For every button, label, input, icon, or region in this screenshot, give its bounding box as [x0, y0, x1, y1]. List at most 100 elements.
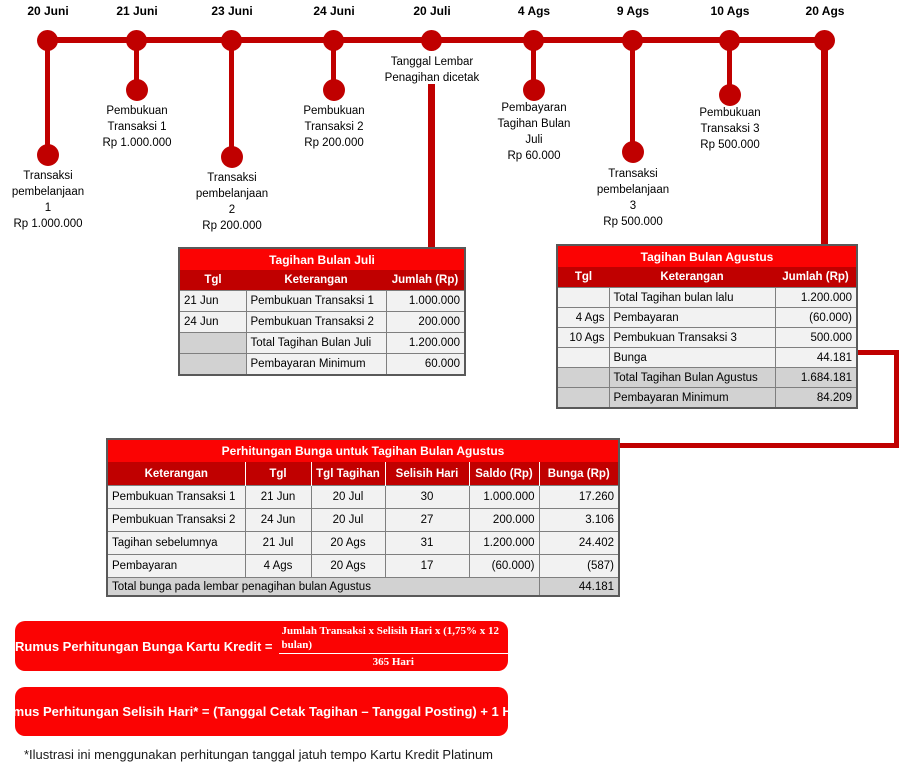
timeline-date-label: 20 Juni [27, 4, 69, 18]
cell-keterangan: Bunga [608, 347, 776, 368]
table-row: 21 Jun Pembukuan Transaksi 1 1.000.000 [178, 290, 466, 312]
timeline-date-label: 4 Ags [517, 4, 551, 18]
timeline-date-label: 23 Juni [211, 4, 253, 18]
event-stem [630, 40, 635, 152]
event-dot [323, 79, 345, 101]
event-label: Transaksi pembelanjaan 1 Rp 1.000.000 [11, 170, 85, 230]
cell-bunga: 24.402 [538, 531, 620, 555]
cell-keterangan: Pembukuan Transaksi 1 [245, 290, 387, 312]
formula-box-day-difference: Rumus Perhitungan Selisih Hari* = (Tangg… [0, 687, 528, 736]
cell-selisih-hari: 17 [384, 554, 470, 578]
cell-keterangan: Pembukuan Transaksi 2 [245, 311, 387, 333]
event-label: Transaksi pembelanjaan 2 Rp 200.000 [195, 172, 269, 232]
cell-total-label: Total bunga pada lembar penagihan bulan … [106, 577, 540, 597]
cell-total-value: 44.181 [538, 577, 620, 597]
timeline-dot [126, 30, 147, 51]
column-header: Tgl Tagihan [310, 462, 385, 486]
table-row: 10 Ags Pembukuan Transaksi 3 500.000 [556, 327, 858, 348]
timeline-date-label: 21 Juni [116, 4, 158, 18]
cell-jumlah: 1.200.000 [774, 287, 858, 308]
cell-tgl: 21 Jun [178, 290, 247, 312]
table-row: Total Tagihan bulan lalu 1.200.000 [556, 287, 858, 308]
cell-bunga: 17.260 [538, 485, 620, 509]
event-dot [719, 84, 741, 106]
table-total-row: Total bunga pada lembar penagihan bulan … [106, 577, 620, 597]
column-header: Tgl [557, 267, 609, 288]
cell-keterangan: Pembukuan Transaksi 1 [106, 485, 246, 509]
cell-tgl: 24 Jun [178, 311, 247, 333]
table-row: Pembukuan Transaksi 1 21 Jun 20 Jul 30 1… [106, 485, 620, 509]
cell-jumlah: 84.209 [774, 387, 858, 409]
timeline-dot [421, 30, 442, 51]
table-tagihan-agustus: Tagihan Bulan Agustus Tgl Keterangan Jum… [556, 244, 859, 409]
event-dot [126, 79, 148, 101]
cell-keterangan: Pembayaran [106, 554, 246, 578]
event-stem [45, 40, 50, 155]
cell-selisih-hari: 30 [384, 485, 470, 509]
table-row: Total Tagihan Bulan Juli 1.200.000 [178, 332, 466, 354]
column-header: Tgl [244, 462, 311, 486]
cell-keterangan: Total Tagihan Bulan Juli [245, 332, 387, 354]
column-header: Selisih Hari [384, 462, 469, 486]
event-label: Pembukuan Transaksi 2 Rp 200.000 [303, 105, 365, 149]
formula-day-difference-label: Rumus Perhitungan Selisih Hari* = (Tangg… [0, 704, 528, 719]
event-dot [37, 144, 59, 166]
cell-tgl: 4 Ags [244, 554, 312, 578]
fraction-denominator: 365 Hari [372, 655, 414, 668]
cell-selisih-hari: 27 [384, 508, 470, 532]
cell-jumlah: 60.000 [385, 353, 466, 376]
fraction-numerator: Jumlah Transaksi x Selisih Hari x (1,75%… [278, 624, 508, 654]
cell-keterangan: Pembukuan Transaksi 3 [608, 327, 776, 348]
table-tagihan-juli: Tagihan Bulan Juli Tgl Keterangan Jumlah… [178, 247, 466, 376]
cell-tgl [178, 353, 247, 376]
bunga-connector-segment [618, 443, 899, 448]
statement-drop-line-juli [428, 84, 435, 247]
formula-interest-label: Rumus Perhitungan Bunga Kartu Kredit = [15, 638, 273, 654]
formula-box-interest: Rumus Perhitungan Bunga Kartu Kredit = J… [15, 621, 508, 671]
timeline-dot [323, 30, 344, 51]
cell-keterangan: Pembayaran [608, 307, 776, 328]
timeline-date-label: 20 Juli [413, 4, 451, 18]
column-header: Jumlah (Rp) [386, 270, 465, 291]
cell-jumlah: 1.684.181 [774, 367, 858, 388]
event-label: Transaksi pembelanjaan 3 Rp 500.000 [596, 168, 670, 228]
event-dot [523, 79, 545, 101]
cell-tgl: 4 Ags [556, 307, 610, 328]
cell-tgl-tagihan: 20 Jul [310, 508, 386, 532]
table-row: Bunga 44.181 [556, 347, 858, 368]
cell-tgl-tagihan: 20 Ags [310, 531, 386, 555]
bunga-connector-segment [894, 350, 899, 448]
table-row: 24 Jun Pembukuan Transaksi 2 200.000 [178, 311, 466, 333]
column-header: Keterangan [246, 270, 386, 291]
table-title: Tagihan Bulan Juli [179, 248, 465, 270]
timeline-date-label: 20 Ags [805, 4, 845, 18]
table-perhitungan-bunga: Perhitungan Bunga untuk Tagihan Bulan Ag… [106, 438, 621, 597]
timeline-dot [814, 30, 835, 51]
table-row: Total Tagihan Bulan Agustus 1.684.181 [556, 367, 858, 388]
cell-jumlah: 200.000 [385, 311, 466, 333]
event-stem [229, 40, 234, 157]
table-title: Tagihan Bulan Agustus [557, 245, 858, 267]
column-header: Keterangan [106, 462, 245, 486]
formula-interest-fraction: Jumlah Transaksi x Selisih Hari x (1,75%… [278, 624, 508, 669]
timeline-date-label: 24 Juni [313, 4, 355, 18]
table-row: Tagihan sebelumnya 21 Jul 20 Ags 31 1.20… [106, 531, 620, 555]
cell-keterangan: Pembukuan Transaksi 2 [106, 508, 246, 532]
column-header: Saldo (Rp) [468, 462, 539, 486]
event-label: Pembayaran Tagihan Bulan Juli Rp 60.000 [497, 102, 571, 162]
table-title: Perhitungan Bunga untuk Tagihan Bulan Ag… [107, 439, 620, 462]
cell-jumlah: (60.000) [774, 307, 858, 328]
cell-tgl-tagihan: 20 Ags [310, 554, 386, 578]
cell-selisih-hari: 31 [384, 531, 470, 555]
cell-tgl: 10 Ags [556, 327, 610, 348]
table-row: Pembayaran Minimum 84.209 [556, 387, 858, 409]
event-dot [221, 146, 243, 168]
table-row: Pembayaran 4 Ags 20 Ags 17 (60.000) (587… [106, 554, 620, 578]
cell-jumlah: 1.200.000 [385, 332, 466, 354]
event-stem [331, 40, 336, 90]
cell-tgl: 24 Jun [244, 508, 312, 532]
cell-saldo: 200.000 [468, 508, 540, 532]
event-stem [134, 40, 139, 90]
column-header: Jumlah (Rp) [775, 267, 858, 288]
